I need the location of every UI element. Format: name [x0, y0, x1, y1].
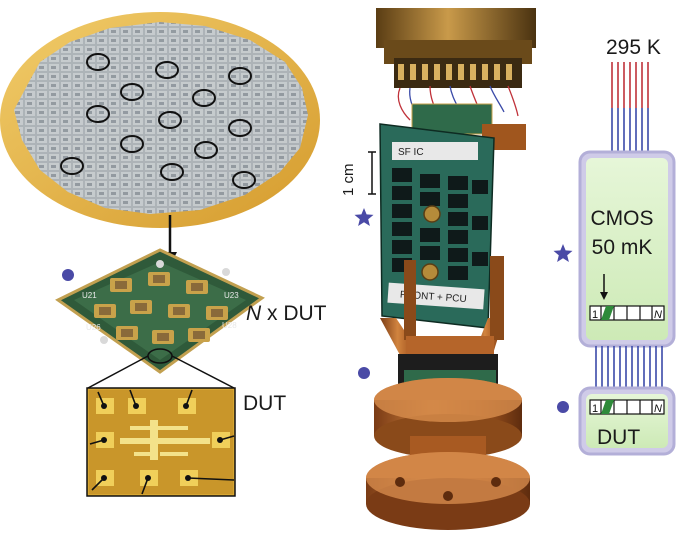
- room-temperature-label: 295 K: [606, 36, 661, 59]
- pcb-text: FRONT + PCU: [400, 289, 467, 305]
- scale-label: 1 cm: [340, 163, 357, 196]
- cryostat-photo: SF IC FRONT + PCU: [366, 8, 536, 530]
- dut-micrograph: [86, 387, 236, 497]
- dot-marker: [62, 269, 74, 281]
- mux-cells-dut: 1 N: [589, 399, 665, 415]
- die-label: U21: [82, 291, 97, 300]
- zoom-lines: [87, 355, 235, 389]
- pcb-text: SF IC: [398, 147, 424, 158]
- down-arrow: [600, 274, 608, 300]
- cell-label: N: [654, 403, 662, 415]
- cell-label: N: [654, 309, 662, 321]
- die-label: U28: [222, 321, 237, 330]
- cmos-label: CMOS 50 mK: [590, 204, 654, 262]
- mux-cells-cmos: 1 N: [589, 305, 665, 321]
- die-label: U23: [224, 291, 239, 300]
- wafer: [0, 12, 320, 228]
- dut-board: U21 U23 U26 U28: [55, 248, 265, 374]
- dot-marker: [358, 367, 370, 379]
- dot-marker: [557, 401, 569, 413]
- star-marker: [553, 244, 573, 262]
- wiring-schematic: 1 N 1 N: [578, 62, 676, 456]
- cmos-temperature: 50 mK: [591, 236, 653, 259]
- die-label: U26: [86, 323, 101, 332]
- dut-box-label: DUT: [597, 426, 641, 449]
- dut-label: DUT: [243, 392, 287, 415]
- star-marker: [354, 208, 374, 226]
- cell-label: 1: [592, 403, 598, 415]
- n-dut-label: N x DUT: [246, 302, 327, 326]
- scale-bar: [368, 151, 376, 195]
- n-dut-suffix: x DUT: [261, 302, 327, 325]
- cell-label: 1: [592, 309, 598, 321]
- cmos-title: CMOS: [590, 207, 654, 230]
- n-variable: N: [246, 302, 262, 325]
